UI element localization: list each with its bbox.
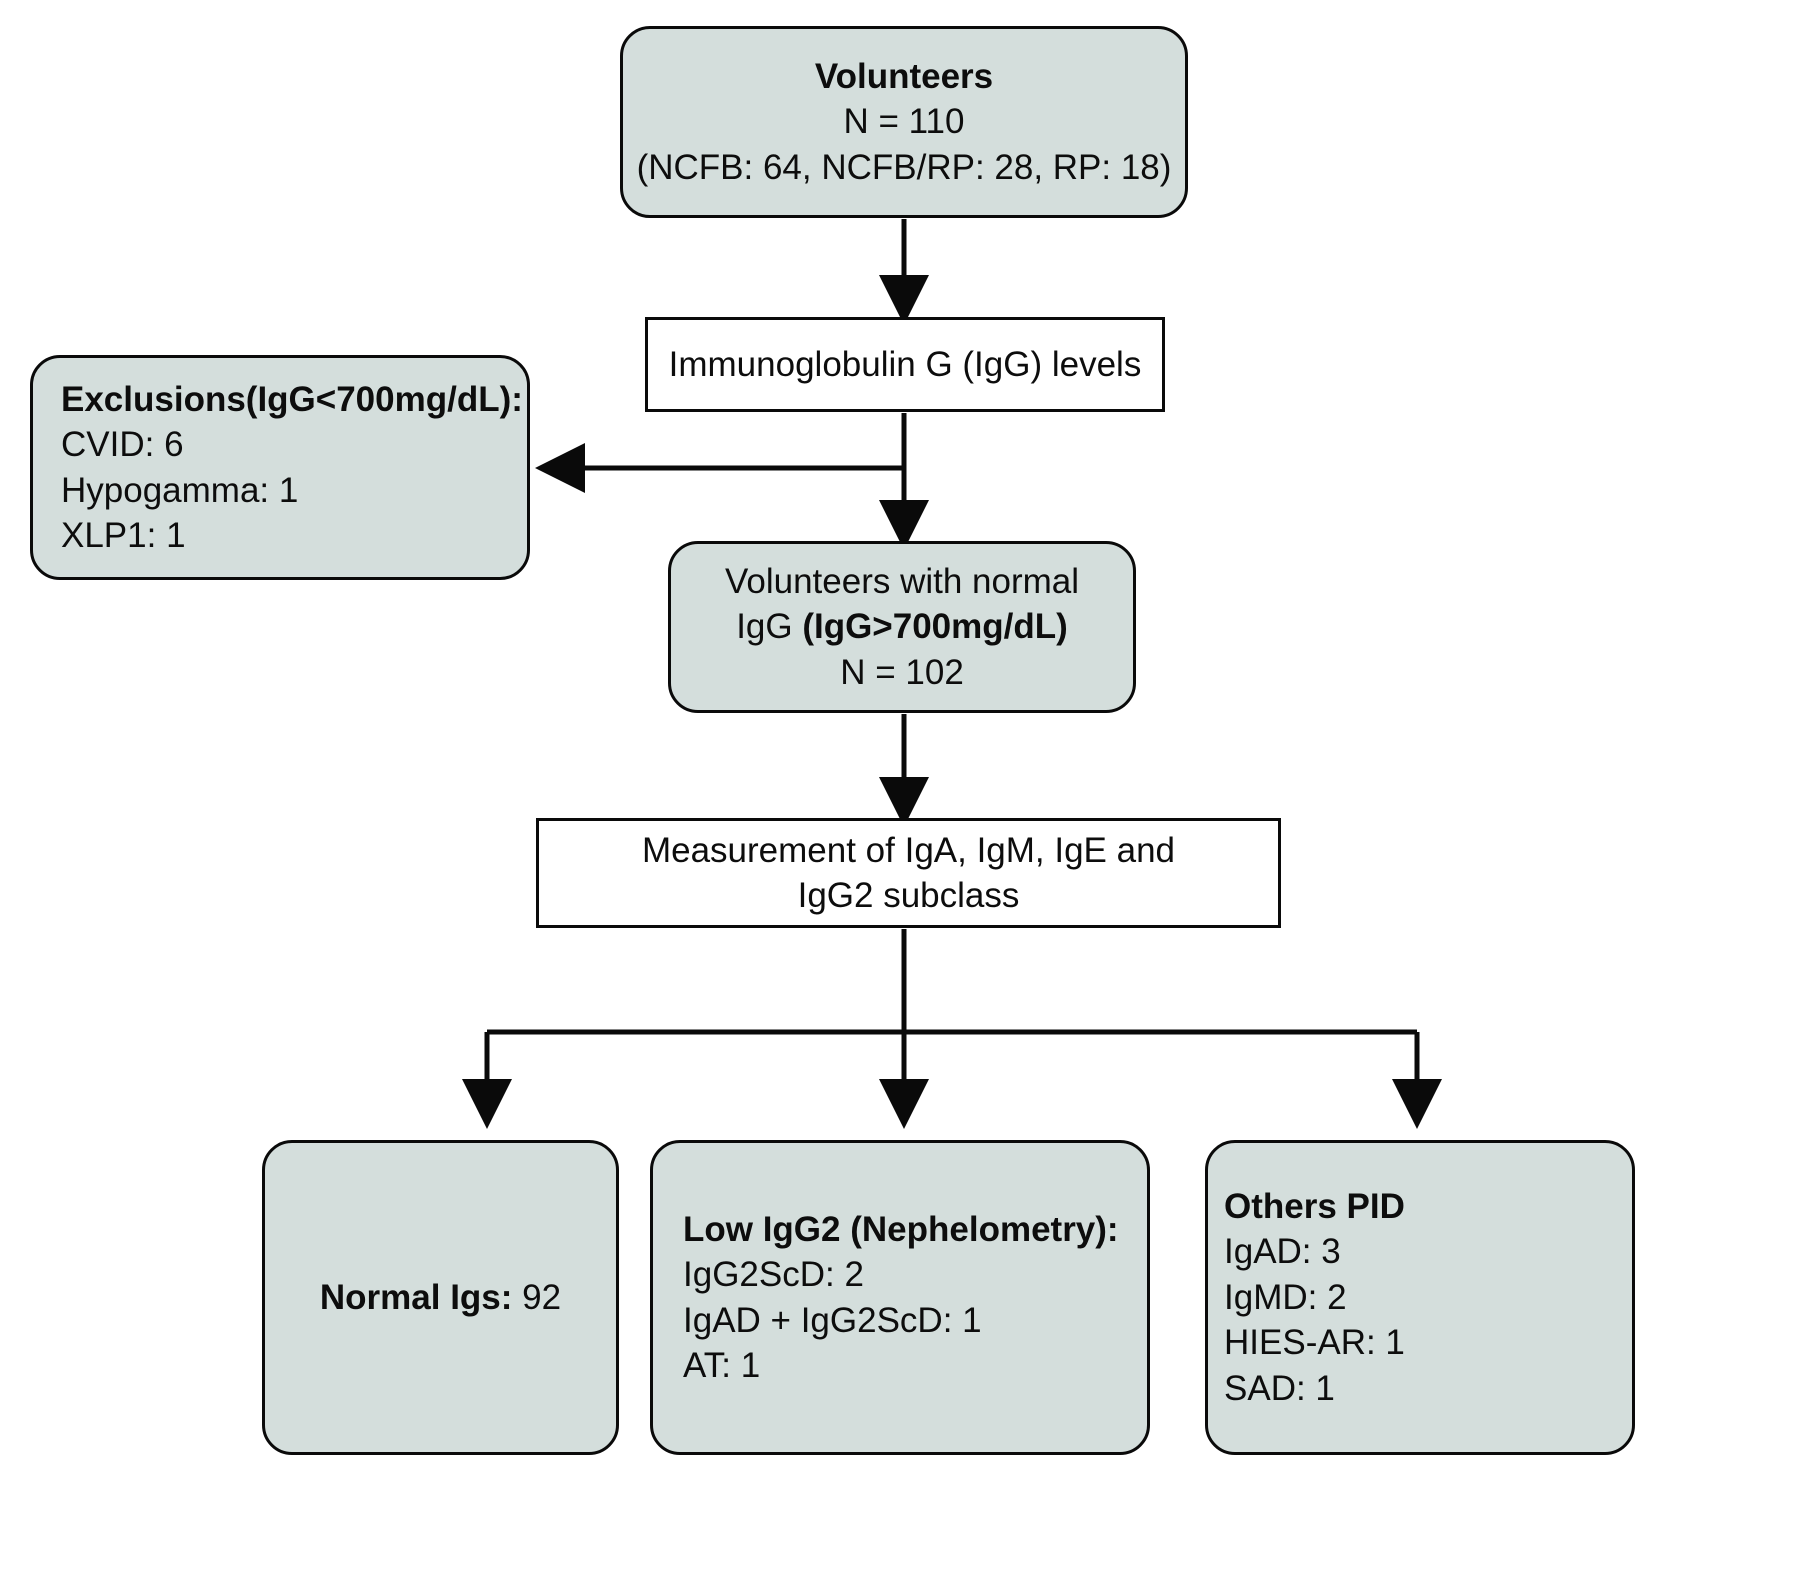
- node-measurement[interactable]: Measurement of IgA, IgM, IgE and IgG2 su…: [536, 818, 1281, 928]
- normal-igs-label: Normal Igs:: [319, 1277, 513, 1317]
- low-igg2-at: AT: 1: [683, 1346, 761, 1385]
- node-low-igg2[interactable]: Low IgG2 (Nephelometry): IgG2ScD: 2 IgAD…: [650, 1140, 1150, 1455]
- node-normal-igs[interactable]: Normal Igs: 92: [262, 1140, 619, 1455]
- others-pid-igad: IgAD: 3: [1224, 1232, 1341, 1272]
- node-volunteers-normal-igg[interactable]: Volunteers with normal IgG (IgG>700mg/dL…: [668, 541, 1136, 713]
- node-igg-levels[interactable]: Immunoglobulin G (IgG) levels: [645, 317, 1165, 412]
- normal-igg-threshold: (IgG>700mg/dL): [802, 607, 1068, 647]
- exclusions-cvid: CVID: 6: [61, 425, 184, 464]
- node-others-pid[interactable]: Others PID IgAD: 3 IgMD: 2 HIES-AR: 1 SA…: [1205, 1140, 1635, 1455]
- normal-igg-line2-plain: IgG: [736, 607, 803, 647]
- measurement-line1: Measurement of IgA, IgM, IgE and: [641, 830, 1176, 870]
- others-pid-sad: SAD: 1: [1224, 1368, 1335, 1408]
- igg-levels-label: Immunoglobulin G (IgG) levels: [668, 344, 1142, 384]
- low-igg2-igg2scd: IgG2ScD: 2: [683, 1255, 864, 1294]
- volunteers-breakdown: (NCFB: 64, NCFB/RP: 28, RP: 18): [636, 147, 1172, 187]
- normal-igg-line1: Volunteers with normal: [724, 561, 1080, 601]
- exclusions-title: Exclusions(IgG<700mg/dL):: [61, 379, 523, 419]
- others-pid-igmd: IgMD: 2: [1224, 1277, 1347, 1317]
- volunteers-count: N = 110: [843, 102, 965, 142]
- normal-igg-count: N = 102: [840, 652, 964, 692]
- node-volunteers[interactable]: Volunteers N = 110 (NCFB: 64, NCFB/RP: 2…: [620, 26, 1188, 218]
- normal-igs-value: 92: [512, 1277, 562, 1317]
- low-igg2-igad-igg2scd: IgAD + IgG2ScD: 1: [683, 1300, 982, 1340]
- others-pid-hies-ar: HIES-AR: 1: [1224, 1323, 1405, 1363]
- measurement-line2: IgG2 subclass: [797, 876, 1020, 915]
- exclusions-hypogamma: Hypogamma: 1: [61, 470, 299, 510]
- low-igg2-title: Low IgG2 (Nephelometry):: [683, 1209, 1119, 1249]
- normal-igs-line: Normal Igs: 92: [265, 1275, 616, 1321]
- edge-measurement-split-bus: [462, 929, 1442, 1129]
- others-pid-title: Others PID: [1224, 1186, 1405, 1226]
- volunteers-title: Volunteers: [814, 56, 994, 96]
- normal-igg-line2: IgG (IgG>700mg/dL): [671, 604, 1133, 650]
- node-exclusions[interactable]: Exclusions(IgG<700mg/dL): CVID: 6 Hypoga…: [30, 355, 530, 580]
- exclusions-xlp1: XLP1: 1: [61, 516, 186, 555]
